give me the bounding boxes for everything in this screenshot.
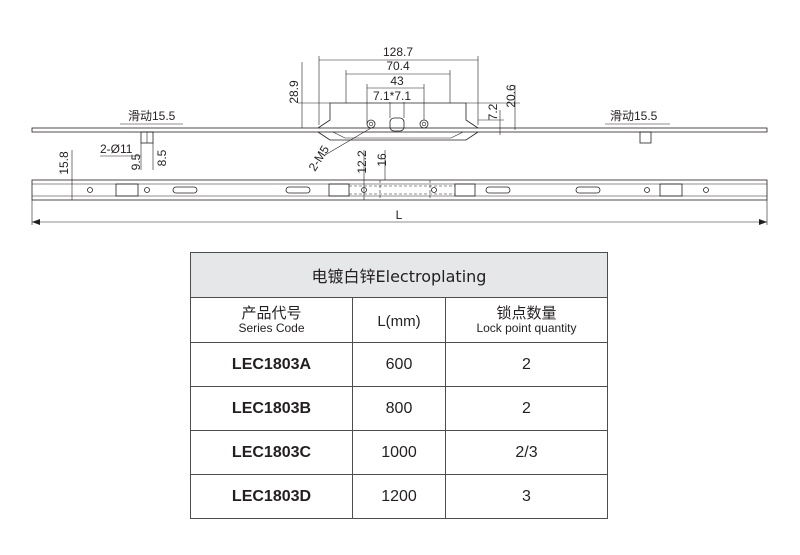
screw-hole-right xyxy=(419,119,429,129)
header-length: L(mm) xyxy=(352,297,446,343)
flat-bar xyxy=(31,127,768,133)
dim-center-offset: 7.1*7.1 xyxy=(373,89,411,103)
top-view: 128.7 70.4 43 7.1*7.1 28.9 20.6 7.2 滑动15… xyxy=(31,45,768,174)
header-en: Lock point quantity xyxy=(476,321,577,335)
technical-drawing: 128.7 70.4 43 7.1*7.1 28.9 20.6 7.2 滑动15… xyxy=(31,45,768,225)
channel-bar xyxy=(31,179,768,201)
dim-overall-width: 128.7 xyxy=(383,45,413,59)
dim-inner-width: 70.4 xyxy=(386,59,410,73)
header-en: Series Code xyxy=(238,321,305,335)
spindle-hole xyxy=(389,117,405,132)
slot xyxy=(485,186,511,194)
dim-center-b: 16 xyxy=(375,153,389,167)
right-pin xyxy=(639,131,652,144)
header-cn: 锁点数量 xyxy=(496,304,557,322)
dim-pin-offset-a: 9.5 xyxy=(129,153,143,170)
dim-right-small: 7.2 xyxy=(486,103,500,120)
slot xyxy=(172,186,198,194)
cell-locks: 2 xyxy=(445,386,608,431)
table-row: LEC1803D 1200 3 xyxy=(190,474,608,519)
header-series-code: 产品代号 Series Code xyxy=(190,297,353,343)
header-cn: L(mm) xyxy=(377,312,421,330)
cell-length: 600 xyxy=(352,342,446,387)
cell-code: LEC1803C xyxy=(190,430,353,475)
slot xyxy=(285,186,311,194)
cell-code: LEC1803D xyxy=(190,474,353,519)
table-row: LEC1803A 600 2 xyxy=(190,342,608,387)
slide-left-label: 滑动15.5 xyxy=(128,109,176,123)
cell-length: 800 xyxy=(352,386,446,431)
dim-length: L xyxy=(396,208,403,222)
cell-locks: 2/3 xyxy=(445,430,608,475)
side-view: 15.8 12.2 16 L xyxy=(31,150,768,225)
cell-locks: 2 xyxy=(445,342,608,387)
dim-right-height: 20.6 xyxy=(504,84,518,108)
header-lock-points: 锁点数量 Lock point quantity xyxy=(445,297,608,343)
spec-table: 电镀白锌Electroplating 产品代号 Series Code L(mm… xyxy=(190,252,608,519)
dim-pin-offset-b: 8.5 xyxy=(155,149,169,166)
cell-length: 1000 xyxy=(352,430,446,475)
screw-hole-left xyxy=(366,119,376,129)
screw-callout: 2-M5 xyxy=(306,143,333,174)
table-row: LEC1803B 800 2 xyxy=(190,386,608,431)
table-title: 电镀白锌Electroplating xyxy=(190,252,608,298)
cell-locks: 3 xyxy=(445,474,608,519)
gearbox-body xyxy=(317,102,479,129)
slot xyxy=(575,186,601,194)
table-row: LEC1803C 1000 2/3 xyxy=(190,430,608,475)
cell-code: LEC1803A xyxy=(190,342,353,387)
cell-length: 1200 xyxy=(352,474,446,519)
dim-left-height: 28.9 xyxy=(287,80,301,104)
header-cn: 产品代号 xyxy=(241,304,302,322)
cell-code: LEC1803B xyxy=(190,386,353,431)
dim-bar-height: 15.8 xyxy=(57,151,71,175)
dim-center-a: 12.2 xyxy=(355,150,369,174)
hole-callout: 2-Ø11 xyxy=(100,142,133,156)
slide-right-label: 滑动15.5 xyxy=(610,109,658,123)
dim-hole-spacing: 43 xyxy=(390,74,404,88)
